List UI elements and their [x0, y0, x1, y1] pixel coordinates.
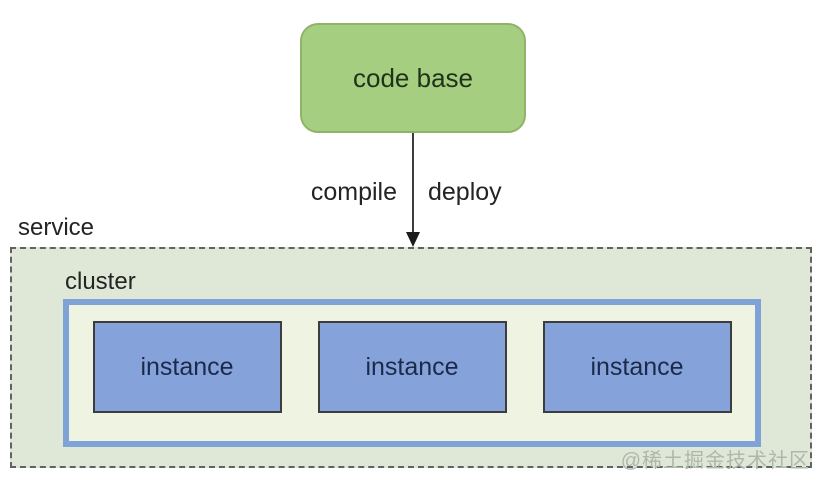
instance-label: instance [365, 352, 459, 381]
instance-node: instance [542, 321, 732, 413]
code-base-node: code base [300, 23, 526, 133]
compile-label: compile [310, 178, 397, 206]
instance-node: instance [92, 321, 282, 413]
watermark-text: @稀土掘金技术社区 [620, 450, 810, 472]
instance-node: instance [317, 321, 507, 413]
cluster-label: cluster [65, 268, 136, 295]
instance-label: instance [140, 352, 234, 381]
cluster-container: instance instance instance [63, 299, 761, 447]
code-base-label: code base [353, 62, 473, 93]
deploy-arrow-icon [406, 133, 420, 247]
service-label: service [18, 214, 95, 241]
instance-label: instance [590, 352, 684, 381]
deploy-label: deploy [428, 178, 502, 206]
